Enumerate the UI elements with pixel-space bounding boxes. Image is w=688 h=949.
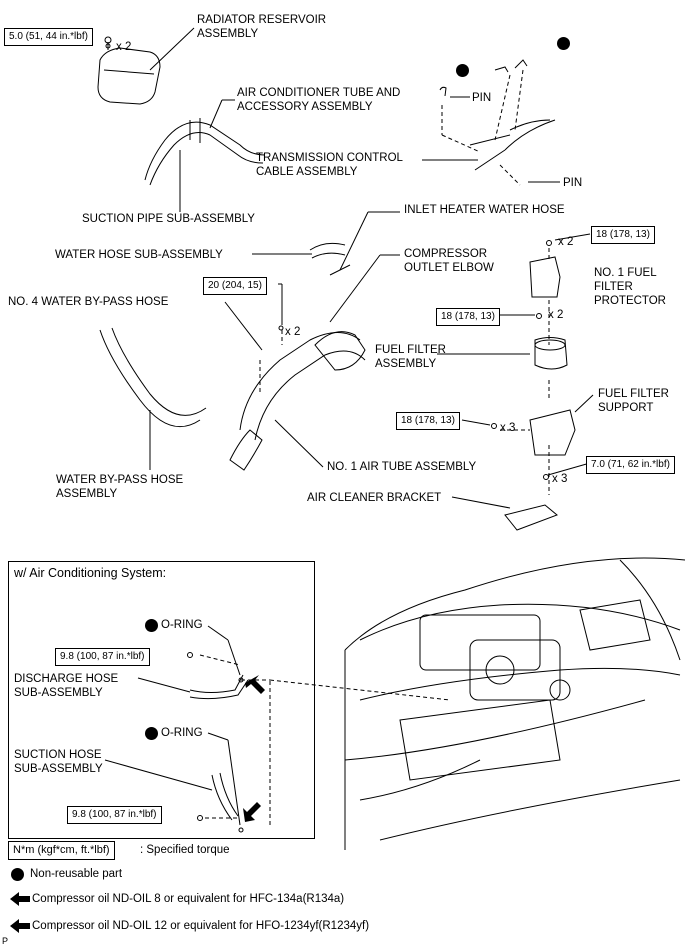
legend-non-reusable: Non-reusable part bbox=[30, 868, 123, 880]
label-no1-fuel-filter-protector: NO. 1 FUEL FILTER PROTECTOR bbox=[594, 267, 666, 307]
radiator-reservoir-shape bbox=[97, 47, 161, 105]
label-pin-top: PIN bbox=[472, 92, 492, 104]
leader-outlet-elbow bbox=[329, 254, 381, 323]
leader-bracket bbox=[451, 496, 511, 509]
legend-oil-r1234yf: Compressor oil ND-OIL 12 or equivalent f… bbox=[32, 920, 370, 932]
label-air-cleaner-bracket: AIR CLEANER BRACKET bbox=[307, 492, 442, 504]
ac-tube-shape bbox=[144, 121, 266, 181]
compressor-outlet-elbow-shape bbox=[314, 331, 366, 371]
legend-non-reusable-dot bbox=[11, 868, 24, 881]
label-suction-hose: SUCTION HOSE SUB-ASSEMBLY bbox=[14, 749, 103, 775]
label-pin-bottom: PIN bbox=[563, 177, 583, 189]
label-suction-pipe: SUCTION PIPE SUB-ASSEMBLY bbox=[82, 213, 255, 225]
label-inlet-heater-hose: INLET HEATER WATER HOSE bbox=[404, 204, 565, 216]
legend-torque-desc: : Specified torque bbox=[140, 844, 230, 856]
ac-system-panel bbox=[8, 561, 315, 839]
label-discharge-hose: DISCHARGE HOSE SUB-ASSEMBLY bbox=[14, 673, 119, 699]
discharge-hose-shape bbox=[189, 674, 244, 693]
torque-box-air-tube: 20 (204, 15) bbox=[203, 277, 267, 295]
oil-arrow-suction bbox=[243, 802, 261, 822]
qty-reservoir: x 2 bbox=[116, 41, 132, 53]
fuel-filter-shape bbox=[534, 337, 568, 370]
label-water-bypass-hose: WATER BY-PASS HOSE ASSEMBLY bbox=[56, 474, 184, 500]
leader-filter-support bbox=[574, 394, 594, 413]
air-cleaner-bracket-shape bbox=[504, 504, 558, 531]
leader-ac-tube bbox=[209, 99, 223, 129]
label-fuel-filter-support: FUEL FILTER SUPPORT bbox=[598, 388, 669, 414]
air-tube-shape bbox=[239, 332, 361, 431]
torque-box-support: 18 (178, 13) bbox=[396, 412, 460, 430]
oil-arrow-discharge bbox=[245, 675, 265, 694]
label-no4-water-bypass: NO. 4 WATER BY-PASS HOSE bbox=[8, 296, 169, 308]
leader-no4-bypass bbox=[224, 301, 263, 351]
suction-hose-shape bbox=[211, 774, 233, 821]
ac-panel-title: w/ Air Conditioning System: bbox=[14, 566, 167, 580]
air-tube-end bbox=[229, 429, 263, 471]
label-water-hose-sub: WATER HOSE SUB-ASSEMBLY bbox=[55, 249, 223, 261]
torque-box-suction: 9.8 (100, 87 in.*lbf) bbox=[67, 806, 162, 824]
legend-torque-unit-box: N*m (kgf*cm, ft.*lbf) bbox=[8, 841, 115, 860]
legend-oil-r134a: Compressor oil ND-OIL 8 or equivalent fo… bbox=[32, 893, 345, 905]
legend-arrow-icon-r134a bbox=[10, 892, 30, 906]
engine-bay-outline bbox=[344, 557, 686, 651]
label-oring-1: O-RING bbox=[161, 619, 203, 631]
torque-box-reservoir: 5.0 (51, 44 in.*lbf) bbox=[4, 28, 93, 46]
torque-box-fuel-filter: 18 (178, 13) bbox=[436, 308, 500, 326]
water-bypass-hose-shape bbox=[99, 329, 201, 428]
label-oring-2: O-RING bbox=[161, 727, 203, 739]
label-fuel-filter-assembly: FUEL FILTER ASSEMBLY bbox=[375, 344, 446, 370]
leader-inlet-heater bbox=[339, 211, 369, 271]
non-reusable-dot bbox=[557, 37, 570, 50]
page-marker: P bbox=[2, 936, 9, 946]
legend-arrow-icon-r1234yf bbox=[10, 919, 30, 933]
fuel-filter-support-shape bbox=[529, 409, 576, 456]
label-no1-air-tube: NO. 1 AIR TUBE ASSEMBLY bbox=[327, 461, 477, 473]
label-ac-tube: AIR CONDITIONER TUBE AND ACCESSORY ASSEM… bbox=[237, 87, 401, 113]
qty-fuel-filter: x 2 bbox=[548, 309, 564, 321]
leader-reservoir bbox=[149, 27, 195, 71]
qty-bracket: x 3 bbox=[552, 473, 568, 485]
torque-box-protector: 18 (178, 13) bbox=[591, 226, 655, 244]
leader-air-tube bbox=[274, 419, 324, 468]
torque-box-discharge: 9.8 (100, 87 in.*lbf) bbox=[55, 648, 150, 666]
qty-protector: x 2 bbox=[558, 236, 574, 248]
non-reusable-dot bbox=[145, 727, 158, 740]
non-reusable-dot bbox=[145, 619, 158, 632]
water-hose-sub-shape bbox=[309, 242, 346, 251]
non-reusable-dot bbox=[456, 64, 469, 77]
qty-air-tube: x 2 bbox=[285, 326, 301, 338]
qty-support: x 3 bbox=[500, 422, 516, 434]
label-radiator-reservoir: RADIATOR RESERVOIR ASSEMBLY bbox=[197, 14, 327, 40]
label-transmission-cable: TRANSMISSION CONTROL CABLE ASSEMBLY bbox=[256, 152, 403, 178]
fuel-filter-protector-shape bbox=[529, 256, 561, 298]
label-compressor-outlet-elbow: COMPRESSOR OUTLET ELBOW bbox=[404, 248, 494, 274]
torque-box-bracket: 7.0 (71, 62 in.*lbf) bbox=[586, 456, 675, 474]
